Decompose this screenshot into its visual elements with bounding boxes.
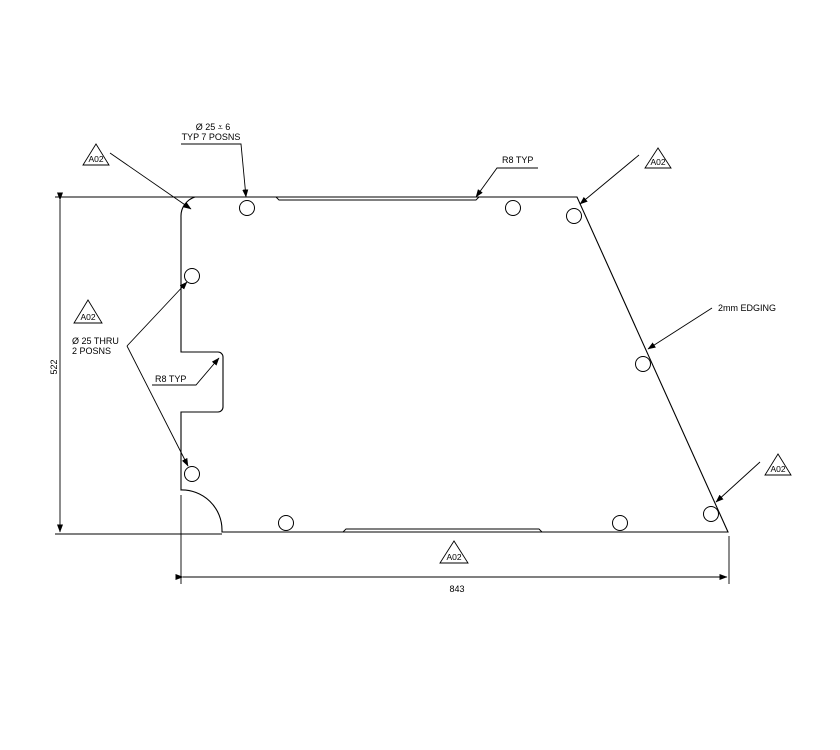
hole	[635, 356, 651, 372]
hole	[505, 200, 521, 216]
radius-top-leader	[475, 167, 538, 198]
radius-notch-leader	[152, 357, 220, 386]
tag-bottom-right-leader	[715, 461, 761, 503]
tag-triangle	[764, 453, 792, 476]
revision-tag-top-left: A02	[82, 143, 110, 166]
hole	[278, 515, 294, 531]
hole	[239, 200, 255, 216]
hole	[184, 466, 200, 482]
height-dimension-label: 522	[49, 359, 59, 374]
hole	[612, 515, 628, 531]
tag-triangle	[73, 299, 103, 324]
edge-step-top	[275, 196, 480, 201]
tag-label: A02	[88, 154, 103, 164]
holes	[184, 200, 719, 531]
tag-top-right-leader	[579, 154, 640, 205]
blind-hole-callout-line1: Ø 25 ⩡ 6	[196, 122, 231, 132]
part-outline	[180, 196, 729, 533]
thru-hole-leader-upper	[126, 281, 188, 347]
edge-step-bottom	[342, 528, 543, 533]
edging-leader	[647, 307, 713, 350]
radius-top-callout: R8 TYP	[502, 155, 533, 165]
tag-triangle	[82, 143, 110, 166]
tag-top-left-leader	[109, 152, 192, 210]
tag-label: A02	[446, 552, 461, 562]
hole	[703, 506, 719, 522]
tag-label: A02	[80, 312, 95, 322]
tag-label: A02	[650, 157, 665, 167]
width-dimension-label: 843	[449, 584, 464, 594]
thru-hole-callout-line2: 2 POSNS	[72, 346, 111, 356]
thru-hole-leader-lower	[126, 345, 189, 467]
revision-tag-top-right: A02	[644, 147, 672, 169]
thru-hole-callout-line1: Ø 25 THRU	[72, 336, 119, 346]
hole	[184, 268, 200, 284]
tag-triangle	[644, 147, 672, 169]
edging-callout: 2mm EDGING	[718, 303, 776, 313]
blind-hole-leader	[181, 143, 249, 198]
revision-tag-bottom-right: A02	[764, 453, 792, 476]
hole	[566, 208, 582, 224]
blind-hole-callout-line2: TYP 7 POSNS	[182, 132, 241, 142]
radius-notch-callout: R8 TYP	[155, 374, 186, 384]
revision-tag-left: A02	[73, 299, 103, 324]
tag-triangle	[439, 540, 469, 564]
tag-label: A02	[770, 464, 785, 474]
revision-tag-bottom: A02	[439, 540, 469, 564]
